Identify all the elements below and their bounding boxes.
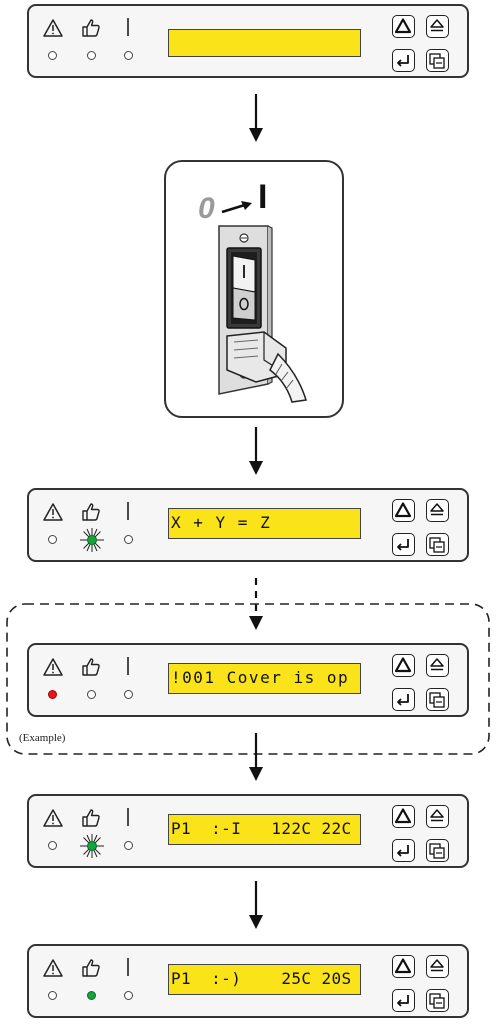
up-arrow-button-icon	[394, 18, 412, 34]
flow-arrow	[249, 427, 263, 475]
menu-button-icon	[429, 692, 445, 708]
up-button[interactable]	[392, 15, 415, 38]
warning-icon	[43, 503, 63, 521]
control-panel-off	[27, 4, 469, 78]
menu-button[interactable]	[426, 989, 449, 1012]
enter-button[interactable]	[392, 49, 415, 72]
menu-button-icon	[429, 53, 445, 69]
led-warning	[48, 991, 57, 1000]
enter-button[interactable]	[392, 533, 415, 556]
led-power	[124, 991, 133, 1000]
led-warning	[48, 690, 57, 699]
warning-icon	[43, 19, 63, 37]
eject-button-icon	[430, 19, 444, 32]
flow-arrow	[249, 733, 263, 781]
flow-arrow	[249, 94, 263, 142]
up-arrow-button-icon	[394, 657, 412, 673]
menu-button[interactable]	[426, 49, 449, 72]
up-button[interactable]	[392, 499, 415, 522]
control-panel-ready: P1 :-) 25C 20S	[27, 944, 469, 1018]
control-panel-starting: X + Y = Z	[27, 488, 469, 562]
power-switch-illustration: 0 I	[164, 160, 344, 418]
enter-button-icon	[397, 995, 409, 1007]
enter-button[interactable]	[392, 839, 415, 862]
power-line-icon	[127, 502, 129, 520]
menu-button-icon	[429, 993, 445, 1009]
menu-button-icon	[429, 537, 445, 553]
led-warning	[48, 51, 57, 60]
switch-off-label: 0	[198, 192, 215, 225]
lcd-display: P1 :-) 25C 20S	[168, 964, 361, 995]
menu-button-icon	[429, 843, 445, 859]
eject-button[interactable]	[426, 955, 449, 978]
up-arrow-button-icon	[394, 958, 412, 974]
thumbs-up-icon	[82, 959, 100, 977]
enter-button[interactable]	[392, 989, 415, 1012]
led-warning	[48, 841, 57, 850]
thumbs-up-icon	[82, 809, 100, 827]
enter-button-icon	[397, 694, 409, 706]
example-label: (Example)	[19, 732, 66, 744]
led-power	[124, 51, 133, 60]
eject-button-icon	[430, 503, 444, 516]
led-ready	[87, 991, 96, 1000]
thumbs-up-icon	[82, 658, 100, 676]
power-line-icon	[127, 18, 129, 36]
enter-button-icon	[397, 55, 409, 67]
eject-button-icon	[430, 658, 444, 671]
up-button[interactable]	[392, 955, 415, 978]
up-button[interactable]	[392, 805, 415, 828]
eject-button[interactable]	[426, 499, 449, 522]
flow-arrow	[249, 881, 263, 929]
warning-icon	[43, 809, 63, 827]
menu-button[interactable]	[426, 839, 449, 862]
eject-button[interactable]	[426, 654, 449, 677]
eject-button[interactable]	[426, 805, 449, 828]
switch-on-label: I	[258, 178, 268, 216]
example-dashed-frame	[6, 603, 490, 755]
power-switch-icon	[218, 225, 307, 403]
enter-button-icon	[397, 845, 409, 857]
up-arrow-button-icon	[394, 502, 412, 518]
lcd-display: X + Y = Z	[168, 508, 361, 539]
enter-button-icon	[397, 539, 409, 551]
power-line-icon	[127, 958, 129, 976]
led-warning	[48, 535, 57, 544]
eject-button-icon	[430, 959, 444, 972]
lcd-display: P1 :-I 122C 22C	[168, 814, 361, 845]
led-ready	[87, 51, 96, 60]
led-power	[124, 841, 133, 850]
warning-icon	[43, 658, 63, 676]
up-button[interactable]	[392, 654, 415, 677]
eject-button-icon	[430, 809, 444, 822]
power-line-icon	[127, 657, 129, 675]
menu-button[interactable]	[426, 688, 449, 711]
menu-button[interactable]	[426, 533, 449, 556]
thumbs-up-icon	[82, 19, 100, 37]
dashed-flow-arrow	[249, 578, 263, 630]
blinking-led-icon	[80, 528, 104, 552]
control-panel-error: !001 Cover is op	[27, 643, 469, 717]
lcd-display: !001 Cover is op	[168, 663, 361, 694]
eject-button[interactable]	[426, 15, 449, 38]
up-arrow-button-icon	[394, 808, 412, 824]
lcd-display	[168, 29, 361, 57]
enter-button[interactable]	[392, 688, 415, 711]
power-line-icon	[127, 808, 129, 826]
led-ready	[87, 690, 96, 699]
thumbs-up-icon	[82, 503, 100, 521]
led-power	[124, 690, 133, 699]
led-power	[124, 535, 133, 544]
arrow-right-icon	[221, 201, 252, 214]
blinking-led-icon	[80, 834, 104, 858]
control-panel-warming: P1 :-I 122C 22C	[27, 794, 469, 868]
warning-icon	[43, 959, 63, 977]
